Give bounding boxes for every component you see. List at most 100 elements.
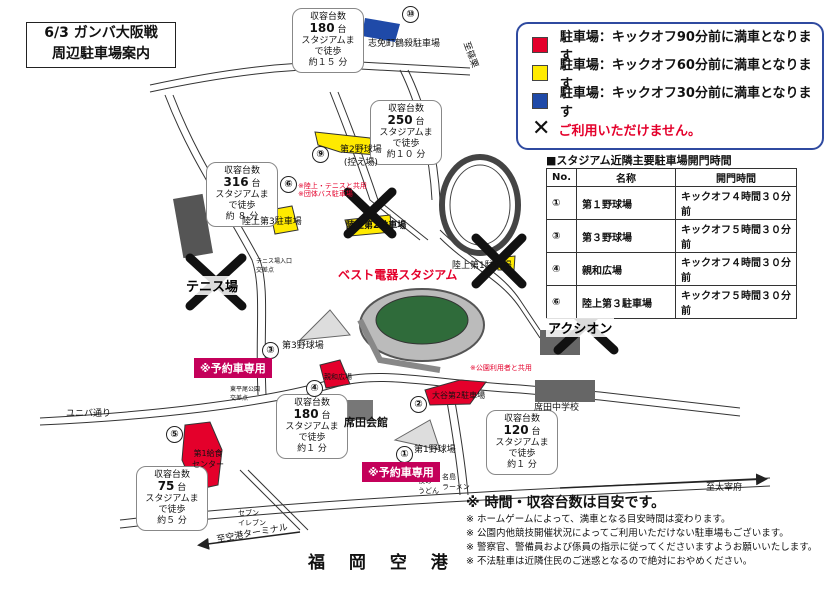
- label-riku2: 陸上第2駐車場: [346, 221, 407, 231]
- cell: キックオフ４時間３０分前: [675, 186, 798, 220]
- legend-text-yellow: 駐車場：キックオフ60分前に満車となります: [559, 58, 812, 92]
- cell: ⑥: [545, 285, 578, 319]
- capacity-box-p2: 収容台数 120 台 スタジアムまで徒歩 約１ 分: [486, 410, 558, 475]
- cell: 第１野球場: [576, 186, 677, 220]
- label-p4: 親和広場: [324, 373, 352, 381]
- note-line: ※ 不法駐車は近隣住民のご迷惑となるので絶対におやめください。: [466, 556, 753, 567]
- label-aquion: アクシオン: [546, 318, 615, 337]
- cap-time: 約 ８ 分: [225, 212, 259, 222]
- legend-swatch-blue: [532, 93, 548, 109]
- legend-swatch-yellow: [532, 65, 548, 81]
- cap-count: 316: [223, 175, 249, 189]
- capacity-box-p10: 収容台数 180 台 スタジアムまで徒歩 約１５ 分: [292, 8, 364, 73]
- note-line: ※ 公園内他競技開催状況によってご利用いただけない駐車場もございます。: [466, 528, 789, 539]
- cap-unit: 台: [415, 117, 425, 127]
- cap-unit: 台: [177, 483, 187, 493]
- cap-time: 約１ 分: [507, 460, 537, 470]
- label-ramen: 名島 ラーメン: [442, 473, 470, 491]
- capacity-box-p4: 収容台数 180 台 スタジアムまで徒歩 約１ 分: [276, 394, 348, 459]
- cap-count: 250: [387, 113, 413, 127]
- parking-p2-red: [424, 379, 487, 406]
- cell: キックオフ５時間３０分前: [675, 219, 798, 253]
- legend-text-closed: ご利用いただけません。: [558, 123, 702, 139]
- label-p1: 第1野球場: [414, 445, 456, 455]
- cap-count: 75: [157, 479, 175, 493]
- legend-panel: 駐車場：キックオフ90分前に満車となります 駐車場：キックオフ60分前に満車とな…: [516, 22, 824, 150]
- cap-unit: 台: [337, 25, 347, 35]
- cell: キックオフ５時間３０分前: [675, 285, 798, 319]
- capacity-box-p5: 収容台数 75 台 スタジアムまで徒歩 約５ 分: [136, 466, 208, 531]
- label-tennis-gate: テニス場入口 交差点: [256, 258, 293, 274]
- label-p2: 大谷第2駐車場: [432, 391, 486, 400]
- parking-p4-red: [319, 359, 351, 389]
- gate-col-name: 名称: [576, 168, 677, 187]
- marker-1: ①: [396, 446, 413, 463]
- stadium-name: ベスト電器スタジアム: [338, 268, 458, 282]
- note-p6: ※陸上・テニスと共用 ※団体バス駐車場: [298, 182, 367, 198]
- parking-p9-yellow: [314, 131, 379, 156]
- label-park-gate: 東平尾公園 交差点: [230, 386, 261, 402]
- school-building: [535, 380, 595, 402]
- gate-table-header: No. 名称 開門時間: [545, 168, 798, 187]
- parking-p10-blue: [362, 18, 400, 42]
- cell: キックオフ４時間３０分前: [675, 252, 798, 286]
- label-tennis: テニス場: [184, 276, 241, 295]
- label-p6: 陸上第3駐車場: [242, 217, 302, 227]
- cap-label: 収容台数: [293, 398, 330, 408]
- marker-10: ⑩: [402, 6, 419, 23]
- cap-walk: スタジアムまで徒歩: [379, 128, 433, 149]
- note-line: ※ 警察官、警備員および係員の指示に従ってくださいますようお願いいたします。: [466, 542, 818, 553]
- stadium-graphic: [357, 288, 485, 373]
- label-p5: 第1給食 センター: [192, 449, 224, 469]
- marker-5: ⑤: [166, 426, 183, 443]
- reserved-badge-b: ※予約車専用: [362, 462, 440, 482]
- cap-walk: スタジアムまで徒歩: [215, 190, 269, 211]
- capacity-box-p9: 収容台数 250 台 スタジアムまで徒歩 約１０ 分: [370, 100, 442, 165]
- cap-time: 約１５ 分: [308, 58, 348, 68]
- marker-3: ③: [262, 342, 279, 359]
- cap-count: 180: [293, 407, 319, 421]
- cap-label: 収容台数: [503, 414, 540, 424]
- cell: 第３野球場: [576, 219, 677, 253]
- cap-label: 収容台数: [153, 470, 190, 480]
- marker-9: ⑨: [312, 146, 329, 163]
- reserved-badge-a: ※予約車専用: [194, 358, 272, 378]
- map-title-box: 6/3 ガンバ大阪戦 周辺駐車場案内: [26, 22, 176, 68]
- cap-time: 約５ 分: [157, 516, 187, 526]
- airport-label: 福 岡 空 港: [308, 553, 457, 573]
- legend-row-closed: ✕ ご利用いただけません。: [532, 118, 701, 140]
- note-line: ※ ホームゲームによって、満車となる目安時間は変わります。: [466, 514, 731, 525]
- label-riku1: 陸上第1駐車場: [452, 261, 512, 271]
- gate-col-no: No.: [545, 168, 578, 187]
- baseball-field-3: [298, 309, 351, 341]
- map-title-line2: 周辺駐車場案内: [52, 46, 150, 62]
- road-yuniba: ユニバ通り: [66, 409, 112, 419]
- cap-unit: 台: [321, 411, 331, 421]
- hall-building: [345, 400, 373, 420]
- cap-label: 収容台数: [309, 12, 346, 22]
- marker-4: ④: [306, 380, 323, 397]
- map-title-line1: 6/3 ガンバ大阪戦: [44, 25, 158, 41]
- label-seven: セブン イレブン: [238, 509, 266, 527]
- cap-label: 収容台数: [223, 166, 260, 176]
- marker-6: ⑥: [280, 176, 297, 193]
- note-p2: ※公園利用者と共用: [470, 364, 532, 372]
- gate-table-title: ■スタジアム近隣主要駐車場開門時間: [546, 154, 732, 167]
- label-school: 席田中学校: [534, 403, 580, 413]
- cell: 親和広場: [576, 252, 677, 286]
- cap-walk: スタジアムまで徒歩: [301, 36, 355, 57]
- cell: ①: [545, 186, 578, 220]
- legend-text-red: 駐車場：キックオフ90分前に満車となります: [559, 30, 812, 64]
- marker-2: ②: [410, 396, 427, 413]
- label-p3: 第3野球場: [282, 341, 324, 351]
- gate-col-time: 開門時間: [675, 168, 798, 187]
- athletics-track: [439, 154, 521, 256]
- legend-row-blue: 駐車場：キックオフ30分前に満車となります: [532, 86, 822, 120]
- cell: ③: [545, 219, 578, 253]
- cell: 陸上第３駐車場: [576, 285, 677, 319]
- label-p9: 第2野球場 (控え場): [340, 145, 382, 168]
- label-p10: 志免町鶴殺駐車場: [368, 39, 441, 49]
- road-dazaifu: 至太宰府: [706, 483, 743, 493]
